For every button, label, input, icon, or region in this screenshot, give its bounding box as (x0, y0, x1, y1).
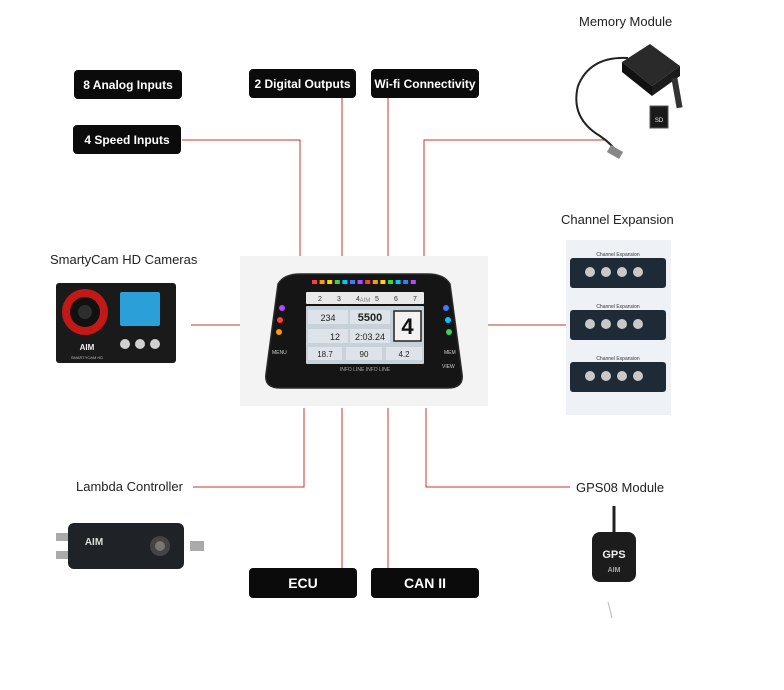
smartycam-model: SMARTYCAM HD (71, 355, 103, 360)
lambda-controller-label: Lambda Controller (76, 479, 183, 494)
expansion-port (617, 319, 627, 329)
expansion-unit-label: Channel Expansion (596, 304, 640, 310)
gear-tick-label: 5 (375, 296, 379, 303)
smartycam-label: SmartyCam HD Cameras (50, 252, 198, 267)
mem-text: MEM (444, 350, 456, 356)
gear-value: 4 (401, 314, 414, 339)
right-led-2 (445, 317, 451, 323)
v1-value: 18.7 (317, 350, 333, 359)
expansion-port (585, 267, 595, 277)
memory-module-label: Memory Module (579, 14, 673, 29)
speed-value: 234 (320, 313, 335, 323)
shift-led (342, 280, 348, 284)
shift-led (395, 280, 401, 284)
info-line: INFO LINE INFO LINE (340, 367, 391, 373)
shift-led (350, 280, 355, 284)
shift-led (380, 280, 386, 284)
lap-value: 12 (330, 332, 340, 342)
rpm-value: 5500 (358, 312, 382, 324)
expansion-unit: Channel Expansion (570, 304, 666, 340)
line-memory (423, 139, 605, 256)
gear-tick-label: 3 (337, 296, 341, 303)
shift-led (334, 280, 340, 284)
gear-tick-label: 7 (413, 296, 417, 303)
expansion-unit-label: Channel Expansion (596, 252, 640, 258)
expansion-port (633, 319, 643, 329)
left-led-3 (276, 329, 282, 335)
expansion-port (633, 371, 643, 381)
expansion-port (601, 319, 611, 329)
expansion-unit: Channel Expansion (570, 252, 666, 288)
expansion-port (601, 371, 611, 381)
gps-module-image: GPS AIM (592, 506, 636, 619)
channel-expansion-label: Channel Expansion (561, 212, 674, 227)
shift-led (388, 280, 393, 284)
sd-text: SD (655, 118, 664, 124)
line-lambda (193, 408, 305, 488)
gps-text: GPS (602, 549, 625, 561)
expansion-port (633, 267, 643, 277)
v2-value: 90 (360, 350, 369, 359)
expansion-port (585, 371, 595, 381)
left-led-1 (279, 305, 285, 311)
expansion-port (617, 267, 627, 277)
shift-led (365, 280, 371, 284)
view-text: VIEW (442, 364, 455, 370)
shift-led (372, 280, 378, 284)
gear-tick-label: 6 (394, 296, 398, 303)
speed-inputs-pill: 4 Speed Inputs (73, 125, 181, 154)
gear-tick-row: 2 3 4 5 6 7 (318, 296, 417, 303)
memory-module-image: SD (575, 44, 683, 159)
shift-led (327, 280, 333, 284)
right-led-1 (443, 305, 449, 311)
smartycam-image: AIM SMARTYCAM HD (56, 283, 176, 363)
v3-value: 4.2 (398, 350, 410, 359)
laptime-value: 2:03.24 (355, 332, 385, 342)
shift-led (403, 280, 409, 284)
expansion-port (601, 267, 611, 277)
line-speed-inputs (182, 139, 301, 256)
gear-tick-label: 4 (356, 296, 360, 303)
shift-led (357, 280, 363, 284)
gear-tick-label: 2 (318, 296, 322, 303)
menu-text: MENU (272, 350, 287, 356)
right-led-3 (446, 329, 452, 335)
expansion-unit: Channel Expansion (570, 356, 666, 392)
expansion-port (585, 319, 595, 329)
analog-inputs-pill: 8 Analog Inputs (74, 70, 182, 99)
line-gps (425, 408, 570, 488)
dash-brand: AIM (360, 298, 371, 304)
expansion-unit-label: Channel Expansion (596, 356, 640, 362)
ecu-pill: ECU (249, 568, 357, 598)
gps-module-label: GPS08 Module (576, 480, 665, 495)
shift-led (312, 280, 317, 284)
smartycam-brand: AIM (80, 343, 95, 352)
shift-led (319, 280, 325, 284)
gps-brand: AIM (608, 567, 621, 574)
shift-led-bar (312, 280, 416, 284)
expansion-port (617, 371, 627, 381)
lambda-controller-image: AIM (56, 523, 204, 569)
lambda-brand: AIM (85, 537, 103, 548)
wifi-connectivity-pill: Wi-fi Connectivity (371, 69, 479, 98)
left-led-2 (277, 317, 283, 323)
can-pill: CAN II (371, 568, 479, 598)
shift-led (410, 280, 416, 284)
digital-outputs-pill: 2 Digital Outputs (249, 69, 356, 98)
